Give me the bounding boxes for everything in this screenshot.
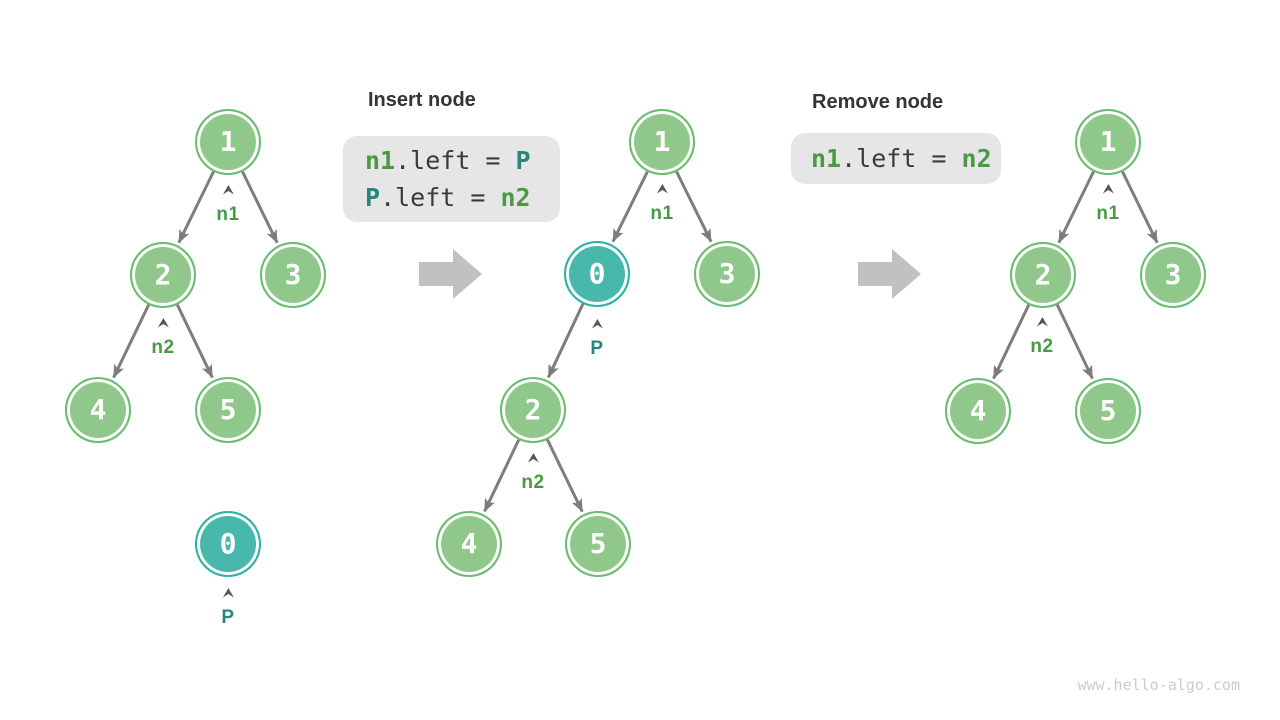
tree-edge bbox=[546, 439, 584, 513]
pointer-label-text: P bbox=[590, 338, 604, 359]
insert-code-box: n1.left = P P.left = n2 bbox=[343, 136, 560, 222]
pointer-label-p: P bbox=[590, 319, 603, 358]
pointer-label-text: n2 bbox=[1030, 336, 1054, 357]
tree-edge bbox=[1055, 304, 1094, 380]
up-caret-icon bbox=[527, 453, 539, 463]
code-line: n1.left = P bbox=[365, 142, 560, 179]
code-text: .left = bbox=[395, 146, 516, 175]
transition-arrow-icon bbox=[419, 249, 482, 299]
tree-node-1: 1 bbox=[629, 109, 695, 175]
watermark: www.hello-algo.com bbox=[1077, 676, 1240, 694]
node-value: 1 bbox=[219, 125, 237, 158]
node-value: 5 bbox=[219, 393, 237, 426]
code-token: n2 bbox=[961, 144, 992, 173]
tree-edge bbox=[112, 304, 151, 379]
tree-edge bbox=[546, 303, 585, 379]
tree-node-5: 5 bbox=[565, 511, 631, 577]
tree-node-2: 2 bbox=[500, 377, 566, 443]
code-text: .left = bbox=[841, 144, 962, 173]
tree-edge bbox=[483, 439, 521, 513]
node-value: 3 bbox=[718, 257, 736, 290]
node-value: 1 bbox=[653, 125, 671, 158]
code-text: .left = bbox=[380, 183, 501, 212]
node-value: 5 bbox=[589, 527, 607, 560]
tree-edge bbox=[1121, 170, 1159, 244]
tree-node-2: 2 bbox=[130, 242, 196, 308]
tree-node-4: 4 bbox=[436, 511, 502, 577]
node-value: 4 bbox=[89, 393, 107, 426]
code-line: n1.left = n2 bbox=[811, 140, 1001, 177]
node-value: 5 bbox=[1099, 394, 1117, 427]
tree-edge bbox=[177, 170, 215, 244]
up-caret-icon bbox=[591, 319, 603, 329]
node-value: 4 bbox=[460, 527, 478, 560]
node-value: 2 bbox=[1034, 258, 1052, 291]
node-value: 3 bbox=[1164, 258, 1182, 291]
tree-node-5: 5 bbox=[195, 377, 261, 443]
remove-code-box: n1.left = n2 bbox=[791, 133, 1001, 184]
pointer-label-n1: n1 bbox=[1096, 184, 1119, 223]
insert-heading: Insert node bbox=[368, 89, 476, 111]
tree-node-1: 1 bbox=[1075, 109, 1141, 175]
node-value: 3 bbox=[284, 258, 302, 291]
node-value: 2 bbox=[524, 393, 542, 426]
remove-heading: Remove node bbox=[812, 91, 944, 113]
code-token: n1 bbox=[811, 144, 842, 173]
tree-node-0: 0 bbox=[195, 511, 261, 577]
tree-edge bbox=[611, 170, 649, 243]
tree-node-3: 3 bbox=[1140, 242, 1206, 308]
pointer-label-n1: n1 bbox=[216, 185, 239, 224]
node-value: 1 bbox=[1099, 125, 1117, 158]
tree-edge bbox=[175, 304, 214, 379]
node-value: 0 bbox=[219, 527, 237, 560]
up-caret-icon bbox=[1102, 184, 1114, 194]
tree-node-0: 0 bbox=[564, 241, 630, 307]
pointer-label-text: n2 bbox=[151, 337, 175, 358]
up-caret-icon bbox=[157, 318, 169, 328]
tree-node-1: 1 bbox=[195, 109, 261, 175]
code-token: P bbox=[515, 146, 531, 175]
tree-edge bbox=[992, 304, 1031, 380]
tree-node-4: 4 bbox=[945, 378, 1011, 444]
node-value: 4 bbox=[969, 394, 987, 427]
tree-node-2: 2 bbox=[1010, 242, 1076, 308]
up-caret-icon bbox=[222, 588, 234, 598]
up-caret-icon bbox=[222, 185, 234, 195]
tree-edge bbox=[241, 170, 279, 244]
pointer-label-text: n1 bbox=[216, 204, 240, 225]
pointer-label-n2: n2 bbox=[1030, 317, 1053, 356]
code-token: P bbox=[365, 183, 381, 212]
transition-arrow-icon bbox=[858, 249, 921, 299]
pointer-label-text: n2 bbox=[521, 472, 545, 493]
pointer-label-n1: n1 bbox=[650, 184, 673, 223]
node-value: 2 bbox=[154, 258, 172, 291]
pointer-label-n2: n2 bbox=[521, 453, 544, 492]
code-token: n1 bbox=[365, 146, 396, 175]
pointer-label-text: P bbox=[221, 607, 235, 628]
pointer-label-p: P bbox=[221, 588, 234, 627]
tree-node-3: 3 bbox=[260, 242, 326, 308]
node-value: 0 bbox=[588, 257, 606, 290]
tree-node-3: 3 bbox=[694, 241, 760, 307]
tree-node-4: 4 bbox=[65, 377, 131, 443]
code-token: n2 bbox=[500, 183, 531, 212]
code-line: P.left = n2 bbox=[365, 179, 560, 216]
pointer-label-text: n1 bbox=[1096, 203, 1120, 224]
tree-edge bbox=[1057, 170, 1095, 244]
pointer-label-n2: n2 bbox=[151, 318, 174, 357]
tree-node-5: 5 bbox=[1075, 378, 1141, 444]
up-caret-icon bbox=[656, 184, 668, 194]
pointer-label-text: n1 bbox=[650, 203, 674, 224]
up-caret-icon bbox=[1036, 317, 1048, 327]
tree-edge bbox=[675, 170, 713, 243]
